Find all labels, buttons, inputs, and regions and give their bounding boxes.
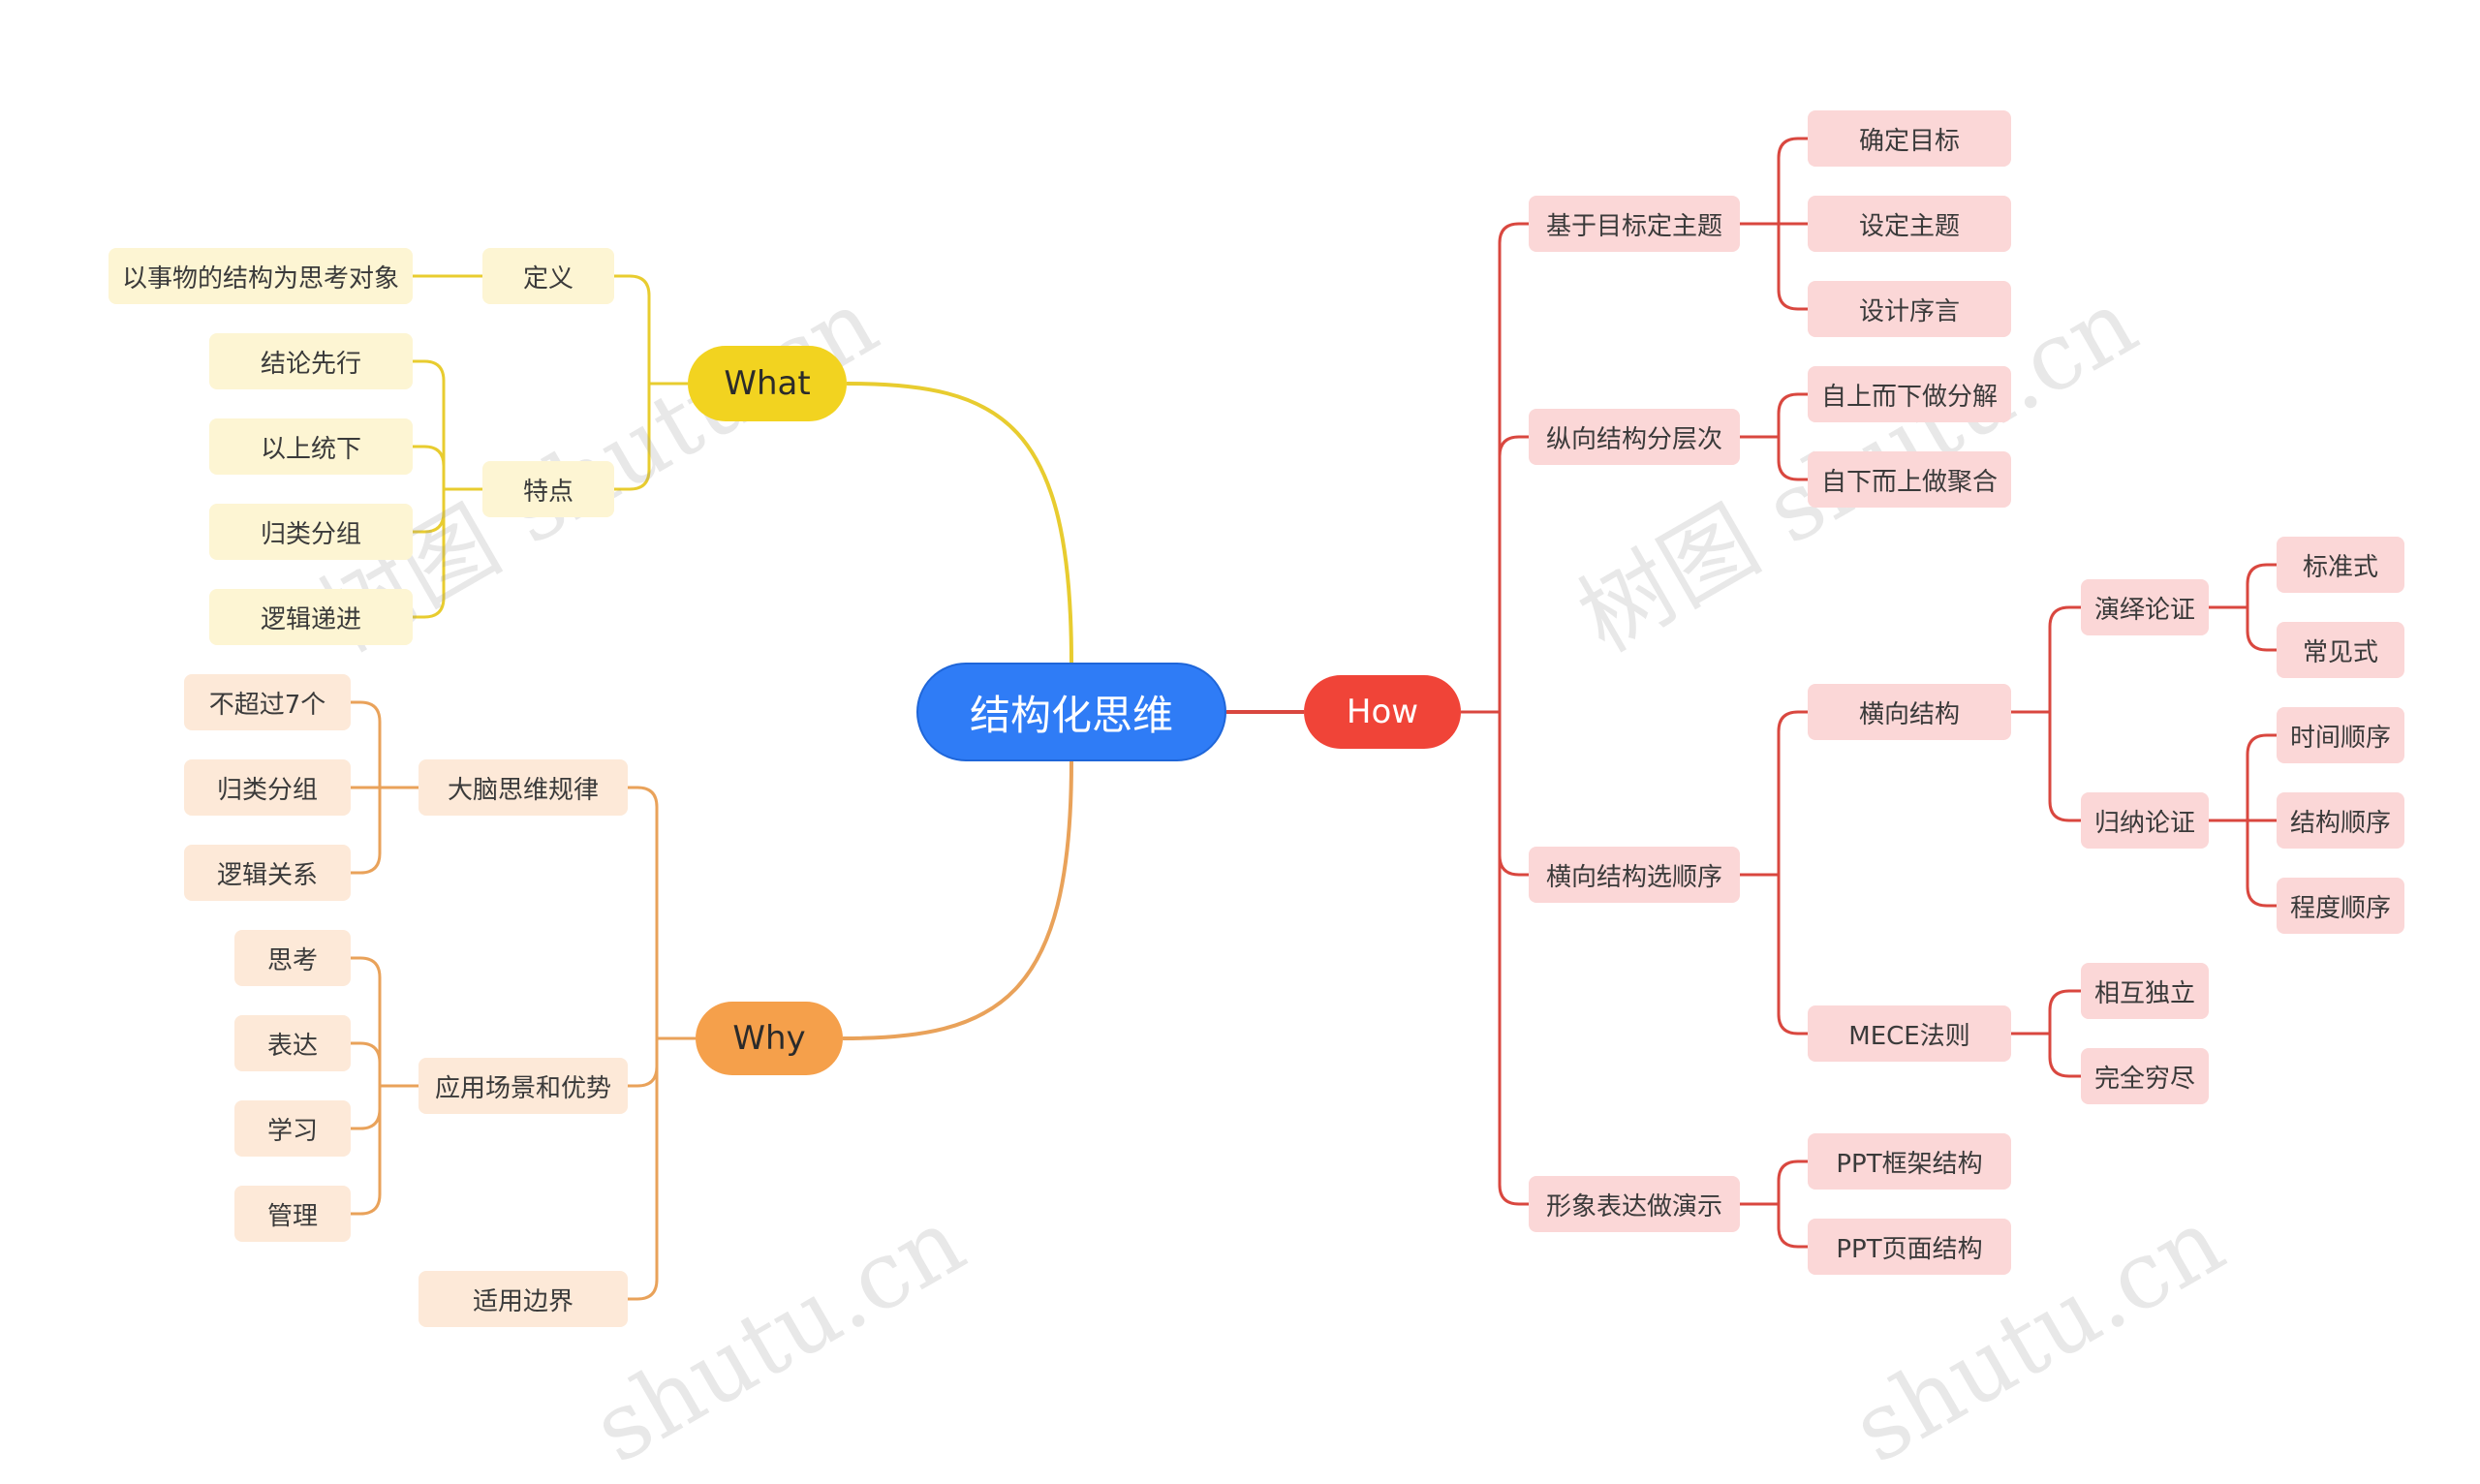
how-inductive-item[interactable]: 时间顺序 (2277, 707, 2404, 763)
how-inductive-item[interactable]: 结构顺序 (2277, 792, 2404, 849)
why-brain-item[interactable]: 归类分组 (184, 759, 351, 816)
link-how-horiz (1777, 875, 1808, 1036)
how-present-item[interactable]: PPT框架结构 (1808, 1133, 2011, 1190)
link-why-scen (351, 1086, 382, 1216)
link-how-mece (2048, 989, 2081, 1034)
why-scenario-item[interactable]: 学习 (234, 1100, 351, 1157)
link-what-feat (413, 445, 446, 489)
topic-how[interactable]: How (1304, 675, 1461, 749)
how-inductive-item[interactable]: 程度顺序 (2277, 878, 2404, 934)
how-vertical-item[interactable]: 自上而下做分解 (1808, 366, 2011, 422)
why-brain-item[interactable]: 逻辑关系 (184, 845, 351, 901)
what-feature-item[interactable]: 逻辑递进 (209, 589, 413, 645)
what-feature-item[interactable]: 结论先行 (209, 333, 413, 389)
link-how-ded (2246, 563, 2277, 607)
how-theme-item[interactable]: 确定目标 (1808, 110, 2011, 167)
link-why-scen (351, 1086, 382, 1130)
link-why (628, 1038, 659, 1301)
link-how-horiz (1777, 710, 1808, 875)
what-feature-item[interactable]: 归类分组 (209, 504, 413, 560)
link-how-ind (2246, 820, 2277, 908)
link-what (614, 384, 651, 491)
link-how (1498, 712, 1529, 1206)
how-vertical[interactable]: 纵向结构分层次 (1529, 409, 1740, 465)
link-how-theme (1777, 137, 1808, 224)
link-how (1498, 222, 1529, 712)
link-how-present (1777, 1159, 1808, 1204)
link-how-present (1777, 1204, 1808, 1249)
how-deductive[interactable]: 演绎论证 (2081, 579, 2209, 635)
connector-lines (351, 137, 2277, 1301)
link-how (1498, 435, 1529, 712)
how-theme-item[interactable]: 设计序言 (1808, 281, 2011, 337)
link-root-why (842, 760, 1073, 1040)
what-features[interactable]: 特点 (482, 461, 614, 517)
topic-why[interactable]: Why (696, 1002, 843, 1075)
why-boundary[interactable]: 适用边界 (418, 1271, 628, 1327)
what-definition[interactable]: 定义 (482, 248, 614, 304)
link-root-what (846, 382, 1073, 664)
what-definition-item[interactable]: 以事物的结构为思考对象 (108, 248, 413, 304)
how-theme-item[interactable]: 设定主题 (1808, 196, 2011, 252)
link-why (628, 1038, 659, 1088)
how-present-item[interactable]: PPT页面结构 (1808, 1219, 2011, 1275)
why-scenario-item[interactable]: 表达 (234, 1015, 351, 1071)
root-node[interactable]: 结构化思维 (916, 663, 1226, 761)
link-why (628, 786, 659, 1038)
link-how (1498, 712, 1529, 877)
link-what (614, 274, 651, 384)
how-deductive-item[interactable]: 常见式 (2277, 622, 2404, 678)
link-what-feat (413, 489, 446, 619)
link-how-struct (2048, 712, 2081, 822)
link-how-ded (2246, 607, 2277, 652)
how-horizontal-structure[interactable]: 横向结构 (1808, 684, 2011, 740)
how-mece-item[interactable]: 完全穷尽 (2081, 1048, 2209, 1104)
why-brain-item[interactable]: 不超过7个 (184, 674, 351, 730)
link-why-scen (351, 956, 382, 1086)
how-present[interactable]: 形象表达做演示 (1529, 1176, 1740, 1232)
how-vertical-item[interactable]: 自下而上做聚合 (1808, 451, 2011, 508)
how-horizontal[interactable]: 横向结构选顺序 (1529, 847, 1740, 903)
link-how-vert (1777, 392, 1808, 437)
how-mece-item[interactable]: 相互独立 (2081, 963, 2209, 1019)
topic-what[interactable]: What (688, 346, 847, 421)
why-scenarios[interactable]: 应用场景和优势 (418, 1058, 628, 1114)
link-why-brain (351, 788, 382, 875)
link-how-ind (2246, 733, 2277, 820)
how-theme[interactable]: 基于目标定主题 (1529, 196, 1740, 252)
why-scenario-item[interactable]: 思考 (234, 930, 351, 986)
how-mece[interactable]: MECE法则 (1808, 1005, 2011, 1062)
link-why-scen (351, 1041, 382, 1086)
how-deductive-item[interactable]: 标准式 (2277, 537, 2404, 593)
mind-map: 树图 shutu.cn 树图 shutu.cn shutu.cn shutu.c… (108, 110, 2404, 1484)
what-feature-item[interactable]: 以上统下 (209, 418, 413, 475)
link-how-mece (2048, 1034, 2081, 1078)
why-scenario-item[interactable]: 管理 (234, 1186, 351, 1242)
link-what-feat (413, 359, 446, 489)
link-how-theme (1777, 224, 1808, 311)
why-brain-rules[interactable]: 大脑思维规律 (418, 759, 628, 816)
link-how-vert (1777, 437, 1808, 481)
link-how-struct (2048, 605, 2081, 712)
how-inductive[interactable]: 归纳论证 (2081, 792, 2209, 849)
link-what-feat (413, 489, 446, 534)
link-why-brain (351, 700, 382, 788)
